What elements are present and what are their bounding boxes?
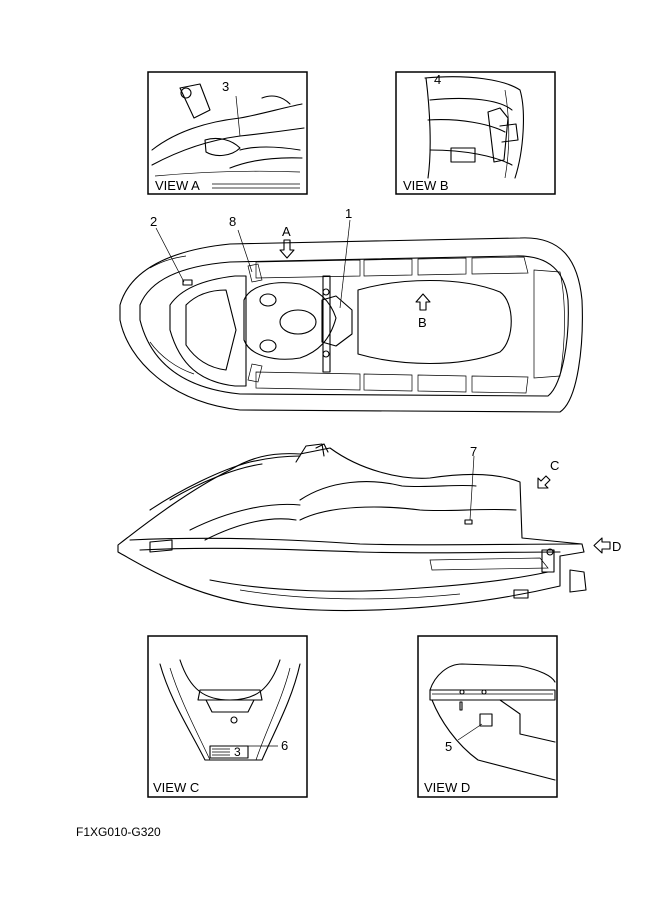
view-a-caption: VIEW A <box>155 178 200 193</box>
view-c-frame <box>147 635 308 798</box>
callout-7: 7 <box>470 444 477 459</box>
part-code: F1XG010-G320 <box>76 825 161 839</box>
pointer-c-label: C <box>550 458 559 473</box>
callout-4: 4 <box>434 72 441 87</box>
arrow-b-icon <box>415 293 431 311</box>
arrow-a-icon <box>279 239 295 259</box>
craft-side-view: 7 C D <box>117 443 621 611</box>
view-a-drawing <box>151 83 305 189</box>
arrow-d-icon <box>593 537 611 554</box>
hull-outline-side <box>117 447 585 611</box>
view-d-caption: VIEW D <box>424 780 470 795</box>
hull-outline-top <box>119 237 583 413</box>
callout-1: 1 <box>345 206 352 221</box>
view-c-drawing <box>159 659 301 761</box>
decal-mark: 3 <box>234 745 241 759</box>
view-c-panel: 3 6 VIEW C <box>147 635 308 798</box>
view-d-frame <box>417 635 558 798</box>
view-d-panel: 5 VIEW D <box>417 635 558 798</box>
craft-top-view: 2 8 1 A B <box>119 206 583 413</box>
pointer-b-label: B <box>418 315 427 330</box>
callout-8: 8 <box>229 214 236 229</box>
callout-2: 2 <box>150 214 157 229</box>
seat-outline <box>243 282 337 360</box>
view-a-panel: 3 VIEW A <box>147 71 308 195</box>
callout-6: 6 <box>281 738 288 753</box>
callout-5: 5 <box>445 739 452 754</box>
view-d-drawing <box>429 663 556 781</box>
view-b-frame <box>395 71 556 195</box>
callout-3: 3 <box>222 79 229 94</box>
view-b-panel: 4 VIEW B <box>395 71 556 195</box>
arrow-c-icon <box>537 475 551 489</box>
view-b-drawing <box>424 76 524 179</box>
view-a-frame <box>147 71 308 195</box>
view-c-caption: VIEW C <box>153 780 199 795</box>
pointer-d-label: D <box>612 539 621 554</box>
pointer-a-label: A <box>282 224 291 239</box>
view-b-caption: VIEW B <box>403 178 449 193</box>
